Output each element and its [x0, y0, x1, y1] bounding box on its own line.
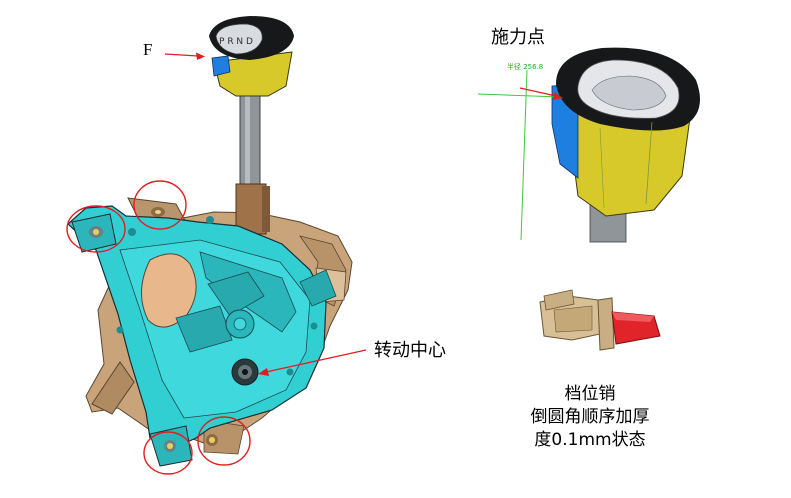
- force-point-arrow: [519, 87, 563, 100]
- force-arrow: [164, 52, 205, 60]
- force-point-label: 施力点: [491, 27, 545, 48]
- shifter-assembly: P R N D: [66, 16, 367, 475]
- rotation-center-label: 转动中心: [374, 340, 446, 361]
- svg-text:P R N D: P R N D: [219, 37, 253, 47]
- rotation-center-arrow: [258, 349, 367, 376]
- shift-pin-part: [539, 289, 661, 351]
- radius-guides: [477, 69, 561, 241]
- caption-line-1: 档位销: [564, 384, 616, 404]
- radius-readout: 半径 256.8: [507, 63, 544, 71]
- shift-pin-caption: 档位销 倒圆角顺序加厚 度0.1mm状态: [510, 383, 670, 452]
- shift-lever: [235, 95, 270, 235]
- force-label: F: [143, 40, 153, 59]
- mount-point-circles: [66, 180, 251, 475]
- knob-detail-view: [551, 47, 700, 243]
- caption-line-3: 度0.1mm状态: [534, 430, 646, 450]
- caption-line-2: 倒圆角顺序加厚: [530, 407, 650, 427]
- shift-knob: P R N D: [209, 16, 294, 97]
